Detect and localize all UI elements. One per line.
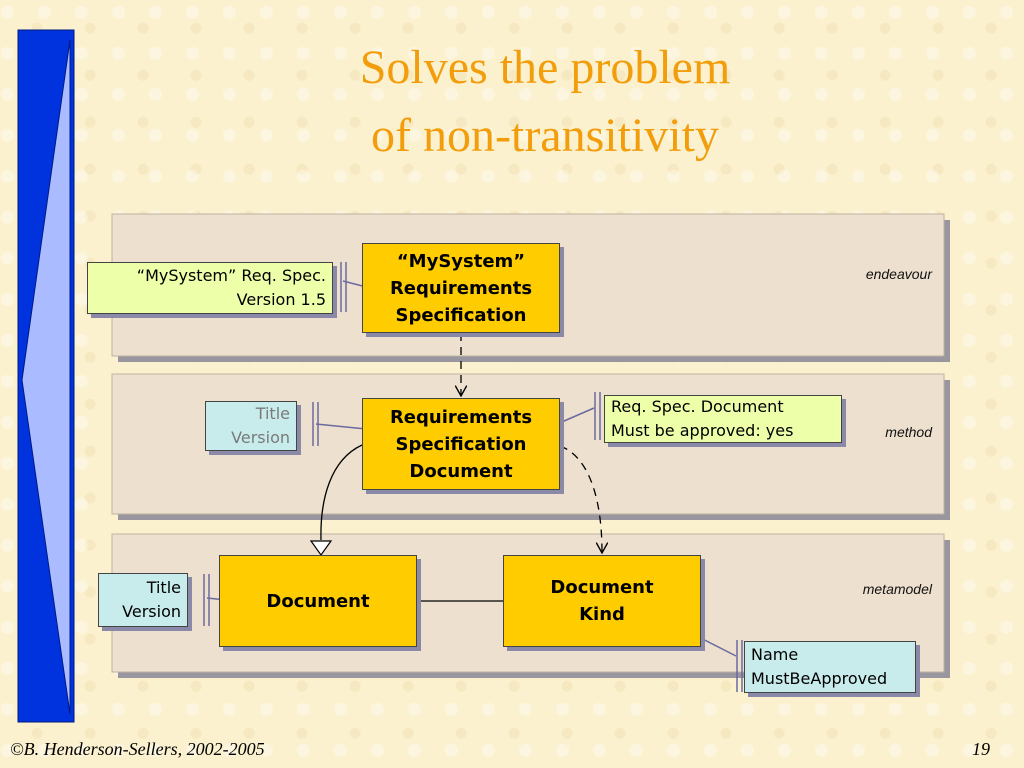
class-line: Requirements [389, 277, 533, 299]
class-line: Document [266, 590, 370, 612]
note-mysystem-instance[interactable]: “MySystem” Req. Spec. Version 1.5 [87, 262, 333, 314]
note-line: Must be approved: yes [611, 421, 794, 440]
class-line: “MySystem” [396, 250, 526, 272]
note-line: Version [231, 428, 290, 447]
layer-label-endeavour: endeavour [865, 266, 932, 282]
class-box-document-kind[interactable]: Document Kind [503, 555, 701, 647]
generalization-connector [320, 444, 363, 541]
footer-page-number: 19 [972, 739, 990, 759]
class-line: Specification [395, 433, 527, 455]
note-line: Version 1.5 [236, 290, 326, 309]
class-box-req-spec-document[interactable]: Requirements Specification Document [362, 398, 560, 490]
note-line: “MySystem” Req. Spec. [136, 266, 326, 285]
left-decor-bar [17, 29, 75, 723]
class-line: Specification [395, 304, 527, 326]
layer-label-method: method [885, 424, 932, 440]
layer-label-metamodel: metamodel [862, 581, 932, 597]
note-method-kind[interactable]: Req. Spec. Document Must be approved: ye… [604, 395, 842, 443]
class-line: Document [550, 577, 654, 598]
slide-title-line1: Solves the problem [359, 41, 731, 94]
note-line: Title [146, 578, 181, 597]
note-line: Title [255, 404, 290, 423]
generalization-arrowhead [309, 540, 333, 557]
note-method-attributes[interactable]: Title Version [205, 401, 297, 451]
note-line: Name [751, 645, 799, 664]
note-line: MustBeApproved [751, 669, 888, 688]
note-line: Req. Spec. Document [611, 397, 784, 416]
class-line: Kind [579, 604, 625, 625]
class-line: Requirements [389, 406, 533, 428]
class-box-document[interactable]: Document [219, 555, 417, 647]
class-box-mysystem-spec[interactable]: “MySystem” Requirements Specification [362, 243, 560, 333]
slide-title-line2: of non-transitivity [371, 109, 719, 162]
footer-copyright: ©B. Henderson-Sellers, 2002-2005 [10, 739, 265, 759]
note-line: Version [122, 602, 181, 621]
note-kind-attributes[interactable]: Name MustBeApproved [744, 641, 916, 693]
instance-of-connector-right [559, 445, 602, 553]
class-line: Document [409, 460, 513, 482]
note-meta-attributes[interactable]: Title Version [98, 573, 188, 627]
